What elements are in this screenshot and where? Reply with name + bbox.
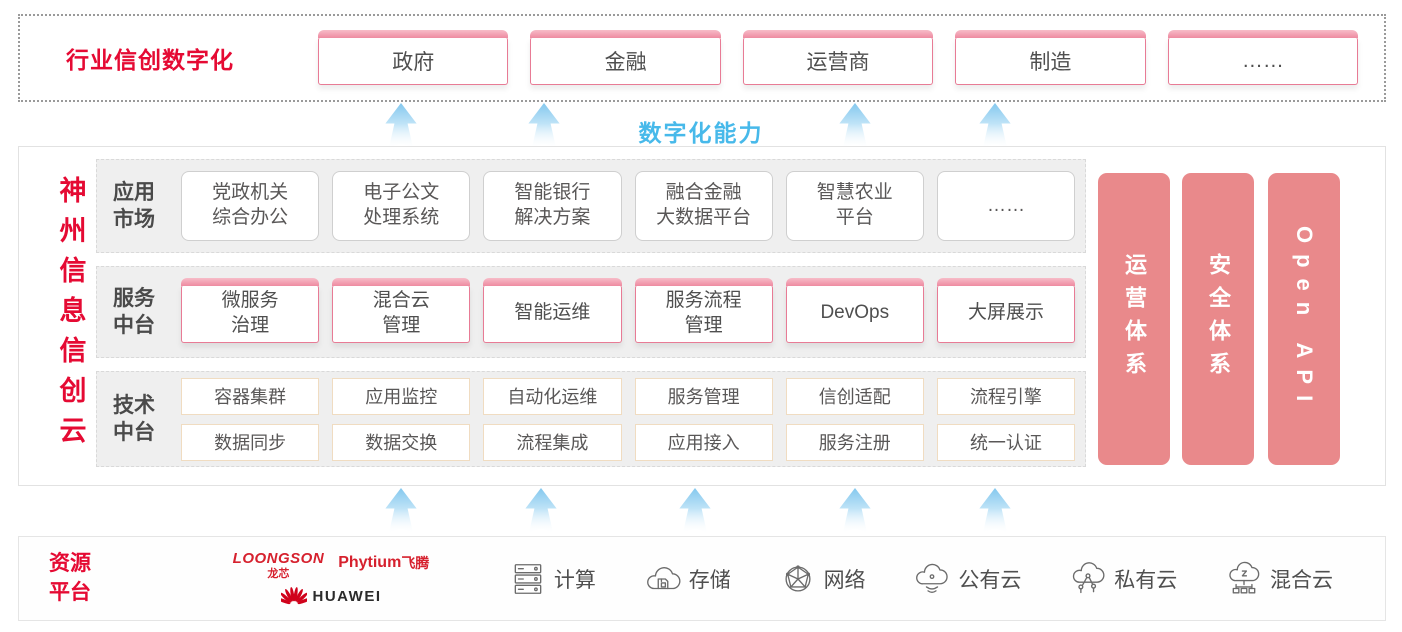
industry-list: 政府 金融 运营商 制造 ……	[318, 30, 1359, 85]
industry-banner-title: 行业信创数字化	[66, 47, 234, 73]
resource-items: 计算 存储 网络	[485, 560, 1357, 598]
svc-box-big-screen: 大屏展示	[936, 278, 1076, 343]
up-arrow-icon	[385, 488, 417, 534]
network-globe-icon	[785, 564, 811, 592]
tech-box-service-registry: 服务注册	[785, 423, 924, 461]
tech-box-process-engine: 流程引擎	[936, 377, 1076, 415]
up-arrow-icon	[979, 488, 1011, 534]
phytium-logo: Phytium 飞腾	[338, 553, 429, 573]
svc-box-service-flow: 服务流程 管理	[634, 278, 773, 343]
app-market-boxes: 党政机关 综合办公 电子公文 处理系统 智能银行 解决方案 融合金融 大数据平台…	[181, 171, 1076, 241]
tech-box-service-mgmt: 服务管理	[634, 377, 773, 415]
app-box-gov-office: 党政机关 综合办公	[181, 171, 320, 241]
app-box-edoc-system: 电子公文 处理系统	[332, 171, 471, 241]
platform-rows: 应用 市场 党政机关 综合办公 电子公文 处理系统 智能银行 解决方案 融合金融…	[96, 159, 1086, 467]
row-service-label: 服务 中台	[113, 286, 155, 337]
svc-box-microservice: 微服务 治理	[181, 278, 320, 343]
industry-more: ……	[1167, 30, 1359, 85]
server-icon	[514, 563, 542, 594]
resource-private-cloud-label: 私有云	[1114, 568, 1178, 592]
app-box-more: ……	[936, 171, 1076, 241]
resource-compute: 计算	[509, 560, 596, 598]
resource-platform-bar: 资源 平台 LOONGSON 龙芯 Phytium 飞腾	[18, 536, 1386, 621]
private-cloud-icon	[1073, 561, 1105, 593]
huawei-logo: HUAWEI	[280, 585, 382, 607]
platform-title: 神州信息信创云	[55, 176, 86, 456]
tech-line-1: 容器集群 应用监控 自动化运维 服务管理 信创适配 流程引擎	[181, 377, 1076, 415]
huawei-wordmark: HUAWEI	[312, 587, 382, 605]
resource-compute-label: 计算	[553, 568, 596, 592]
row-tech-platform: 技术 中台 容器集群 应用监控 自动化运维 服务管理 信创适配 流程引擎 数据同…	[96, 371, 1086, 467]
app-box-finance-bigdata: 融合金融 大数据平台	[634, 171, 773, 241]
industry-banner: 行业信创数字化 政府 金融 运营商 制造 ……	[18, 14, 1386, 102]
app-box-smart-banking: 智能银行 解决方案	[483, 171, 622, 241]
row-service-platform: 服务 中台 微服务 治理 混合云 管理 智能运维 服务流程 管理 DevOps …	[96, 266, 1086, 358]
tech-line-2: 数据同步 数据交换 流程集成 应用接入 服务注册 统一认证	[181, 423, 1076, 461]
public-cloud-icon	[916, 563, 949, 593]
up-arrow-icon	[528, 103, 560, 149]
tech-boxes: 容器集群 应用监控 自动化运维 服务管理 信创适配 流程引擎 数据同步 数据交换…	[181, 377, 1076, 461]
up-arrow-icon	[679, 488, 711, 534]
resource-network: 网络	[779, 560, 866, 598]
pillar-security-system: 安全体系	[1182, 173, 1254, 465]
row-app-market-label: 应用 市场	[113, 180, 155, 231]
row-app-market: 应用 市场 党政机关 综合办公 电子公文 处理系统 智能银行 解决方案 融合金融…	[96, 159, 1086, 253]
tech-box-auto-ops: 自动化运维	[483, 377, 622, 415]
resource-hybrid-cloud: 混合云	[1225, 560, 1333, 598]
svc-box-devops: DevOps	[785, 278, 925, 343]
hybrid-cloud-icon	[1229, 561, 1260, 594]
industry-finance: 金融	[530, 30, 722, 85]
resource-public-cloud-label: 公有云	[958, 568, 1022, 592]
resource-hybrid-cloud-label: 混合云	[1270, 568, 1334, 592]
industry-operator: 运营商	[742, 30, 934, 85]
resource-storage: 存储	[644, 560, 731, 598]
phytium-cn-label: 飞腾	[401, 555, 430, 571]
svc-box-hybrid-cloud-mgmt: 混合云 管理	[332, 278, 471, 343]
resource-public-cloud: 公有云	[913, 560, 1021, 598]
tech-box-container-cluster: 容器集群	[181, 377, 320, 415]
vendor-logos: LOONGSON 龙芯 Phytium 飞腾	[207, 550, 455, 607]
resource-private-cloud: 私有云	[1069, 560, 1177, 598]
up-arrow-icon	[839, 103, 871, 149]
loongson-cn-label: 龙芯	[267, 568, 290, 580]
tech-box-data-exchange: 数据交换	[332, 423, 471, 461]
cloud-platform-panel: 神州信息信创云 应用 市场 党政机关 综合办公 电子公文 处理系统 智能银行 解…	[18, 146, 1386, 486]
industry-manufacturing: 制造	[955, 30, 1147, 85]
industry-government: 政府	[318, 30, 509, 85]
up-arrow-icon	[525, 488, 557, 534]
pillar-open-api: Open API	[1268, 173, 1340, 465]
tech-box-xinchuang-adapt: 信创适配	[785, 377, 924, 415]
capability-label: 数字化能力	[638, 120, 764, 146]
resource-storage-label: 存储	[688, 568, 731, 592]
huawei-flower-icon	[280, 587, 307, 605]
tech-box-data-sync: 数据同步	[181, 423, 320, 461]
tech-box-app-access: 应用接入	[634, 423, 773, 461]
logo-row: LOONGSON 龙芯 Phytium 飞腾	[233, 550, 430, 581]
app-box-smart-agriculture: 智慧农业 平台	[785, 171, 924, 241]
tech-box-unified-auth: 统一认证	[936, 423, 1076, 461]
up-arrow-icon	[979, 103, 1011, 149]
pillar-operation-system: 运营体系	[1098, 173, 1170, 465]
tech-box-process-integration: 流程集成	[483, 423, 622, 461]
up-arrow-icon	[839, 488, 871, 534]
storage-cloud-icon	[646, 566, 681, 589]
tech-box-app-monitoring: 应用监控	[332, 377, 471, 415]
row-tech-label: 技术 中台	[113, 393, 155, 444]
loongson-logo: LOONGSON 龙芯	[233, 550, 325, 581]
service-boxes: 微服务 治理 混合云 管理 智能运维 服务流程 管理 DevOps 大屏展示	[181, 278, 1076, 343]
resource-platform-title: 资源 平台	[49, 552, 91, 604]
phytium-wordmark: Phytium	[338, 554, 402, 571]
svc-box-intelligent-ops: 智能运维	[483, 278, 622, 343]
up-arrow-icon	[385, 103, 417, 149]
resource-network-label: 网络	[823, 568, 866, 592]
loongson-wordmark: LOONGSON	[232, 550, 325, 567]
